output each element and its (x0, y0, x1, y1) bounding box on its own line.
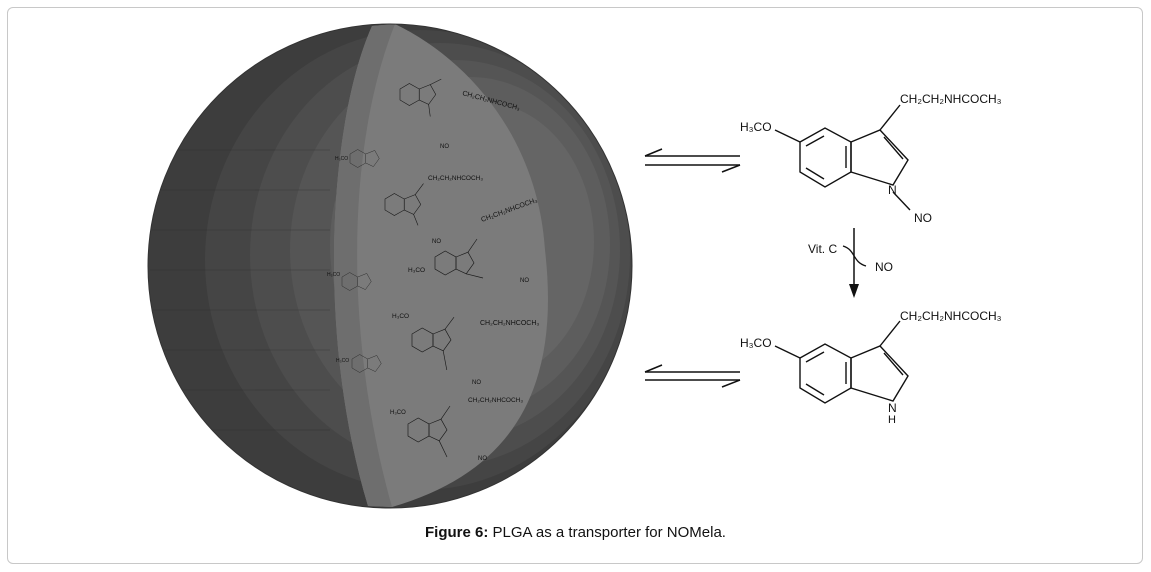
sphere-molecule-4 (411, 317, 455, 371)
sphere-molecule-8-methoxy: H₃CO (336, 358, 349, 364)
sphere-molecule-4-no: NO (472, 380, 481, 386)
sphere-molecule-4-methoxy: H₃CO (392, 313, 409, 320)
sphere-molecule-6-methoxy: H₃CO (335, 156, 348, 162)
sphere-molecule-8 (351, 354, 382, 373)
nomela-methoxy: H₃CO (740, 120, 772, 134)
plga-sphere (147, 23, 633, 509)
sphere-molecule-3 (434, 238, 484, 279)
sphere-molecule-3-methoxy: H₃CO (408, 267, 425, 274)
nomela-side-chain: CH₂CH₂NHCOCH₃ (900, 92, 1002, 106)
melatonin-n-atom: N (888, 401, 897, 415)
reagent-label: Vit. C (808, 242, 837, 256)
sphere-molecule-7-methoxy: H₃CO (327, 272, 340, 278)
reduction-arrow (842, 228, 867, 298)
sphere-molecule-4-sidechain: CH₂CH₂NHCOCH₃ (480, 320, 539, 327)
sphere-molecule-3-no: NO (520, 278, 529, 284)
melatonin-methoxy: H₃CO (740, 336, 772, 350)
melatonin-side-chain: CH₂CH₂NHCOCH₃ (900, 309, 1002, 323)
sphere-molecule-1-no: NO (440, 144, 449, 150)
sphere-molecule-5-sidechain: CH₂CH₂NHCOCH₃ (468, 397, 523, 404)
sphere-cut-face (334, 24, 548, 507)
sphere-molecule-5 (407, 405, 451, 458)
sphere-molecule-2-sidechain: CH₂CH₂NHCOCH₃ (428, 175, 483, 182)
nomela-no-group: NO (914, 211, 932, 225)
equilibrium-arrow-top (644, 148, 741, 173)
caption-label: Figure 6: (425, 524, 489, 541)
melatonin-h-atom: H (888, 414, 896, 426)
released-no-label: NO (875, 260, 893, 274)
sphere-molecule-1 (399, 78, 442, 117)
sphere-molecule-6 (349, 149, 380, 168)
sphere-molecule-5-no: NO (478, 456, 487, 462)
figure-caption: Figure 6: PLGA as a transporter for NOMe… (0, 524, 1151, 541)
nomela-structure (774, 104, 911, 211)
equilibrium-arrow-bottom (644, 364, 741, 388)
melatonin-structure (774, 320, 909, 404)
sphere-molecule-2-no: NO (432, 239, 441, 245)
sphere-molecule-2 (384, 183, 424, 226)
nomela-n-atom: N (888, 183, 897, 197)
caption-text: PLGA as a transporter for NOMela. (488, 524, 726, 541)
sphere-molecule-7 (341, 272, 372, 291)
sphere-molecule-5-methoxy: H₃CO (390, 410, 406, 416)
